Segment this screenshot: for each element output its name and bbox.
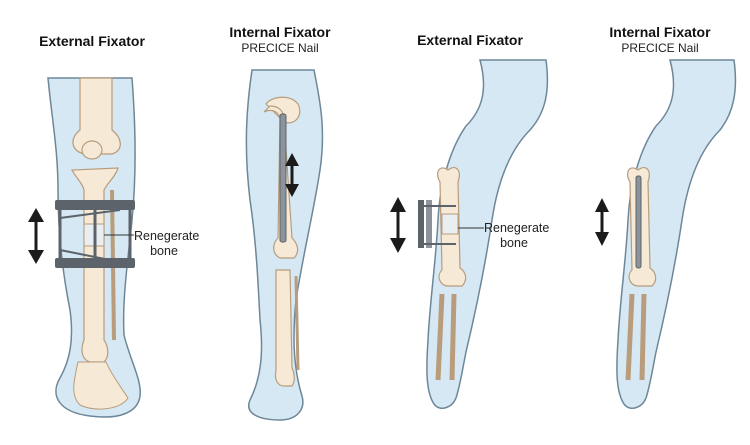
panel-leg-external-fixator: External Fixator Rene (0, 0, 199, 445)
femur (72, 77, 121, 155)
foot (73, 361, 129, 410)
callout-line-2: bone (150, 244, 178, 258)
panel-arm-external-fixator: External Fixator Renegerate bone (370, 0, 570, 445)
fixator-ring-top (55, 200, 135, 210)
double-arrow-icon (390, 197, 406, 253)
fixator-pin (59, 249, 121, 263)
callout-line-1: Renegerate (484, 221, 550, 235)
panel-title: Internal Fixator (229, 24, 331, 40)
regenerate-bone-callout: Renegerate bone (484, 221, 550, 251)
double-arrow-icon (28, 208, 44, 264)
fixator-rail (426, 200, 432, 248)
forearm-bones (435, 293, 457, 381)
leg-external-fixator-illustration (28, 77, 141, 418)
callout-line-2: bone (500, 236, 528, 250)
fixator-pin (59, 209, 121, 219)
fixator-ring-bottom (55, 258, 135, 268)
panel-arm-internal-fixator: Internal Fixator PRECICE Nail (570, 0, 750, 445)
panel-subtitle: PRECICE Nail (621, 41, 699, 55)
regenerate-zone (441, 213, 459, 235)
double-arrow-icon (285, 153, 299, 197)
leg-internal-fixator-illustration (245, 69, 324, 421)
panel-title: External Fixator (417, 32, 523, 48)
panel-title: Internal Fixator (609, 24, 711, 40)
arm-internal-fixator-illustration (595, 59, 737, 409)
humerus (626, 167, 657, 287)
precice-nail (279, 113, 287, 243)
arm-external-fixator-illustration (390, 59, 549, 409)
panel-subtitle: PRECICE Nail (241, 41, 319, 55)
fixator-rail (418, 200, 424, 248)
regenerate-bone-callout: Renegerate bone (134, 229, 200, 259)
panel-leg-internal-fixator: Internal Fixator PRECICE Nail (180, 0, 370, 445)
callout-line-1: Renegerate (134, 229, 200, 243)
tibia (274, 269, 295, 387)
precice-nail (635, 175, 642, 269)
patella (81, 140, 103, 160)
double-arrow-icon (595, 198, 609, 246)
forearm-bones (625, 293, 647, 381)
fibula (294, 275, 300, 371)
pelvis (265, 96, 301, 124)
panel-title: External Fixator (39, 33, 145, 49)
